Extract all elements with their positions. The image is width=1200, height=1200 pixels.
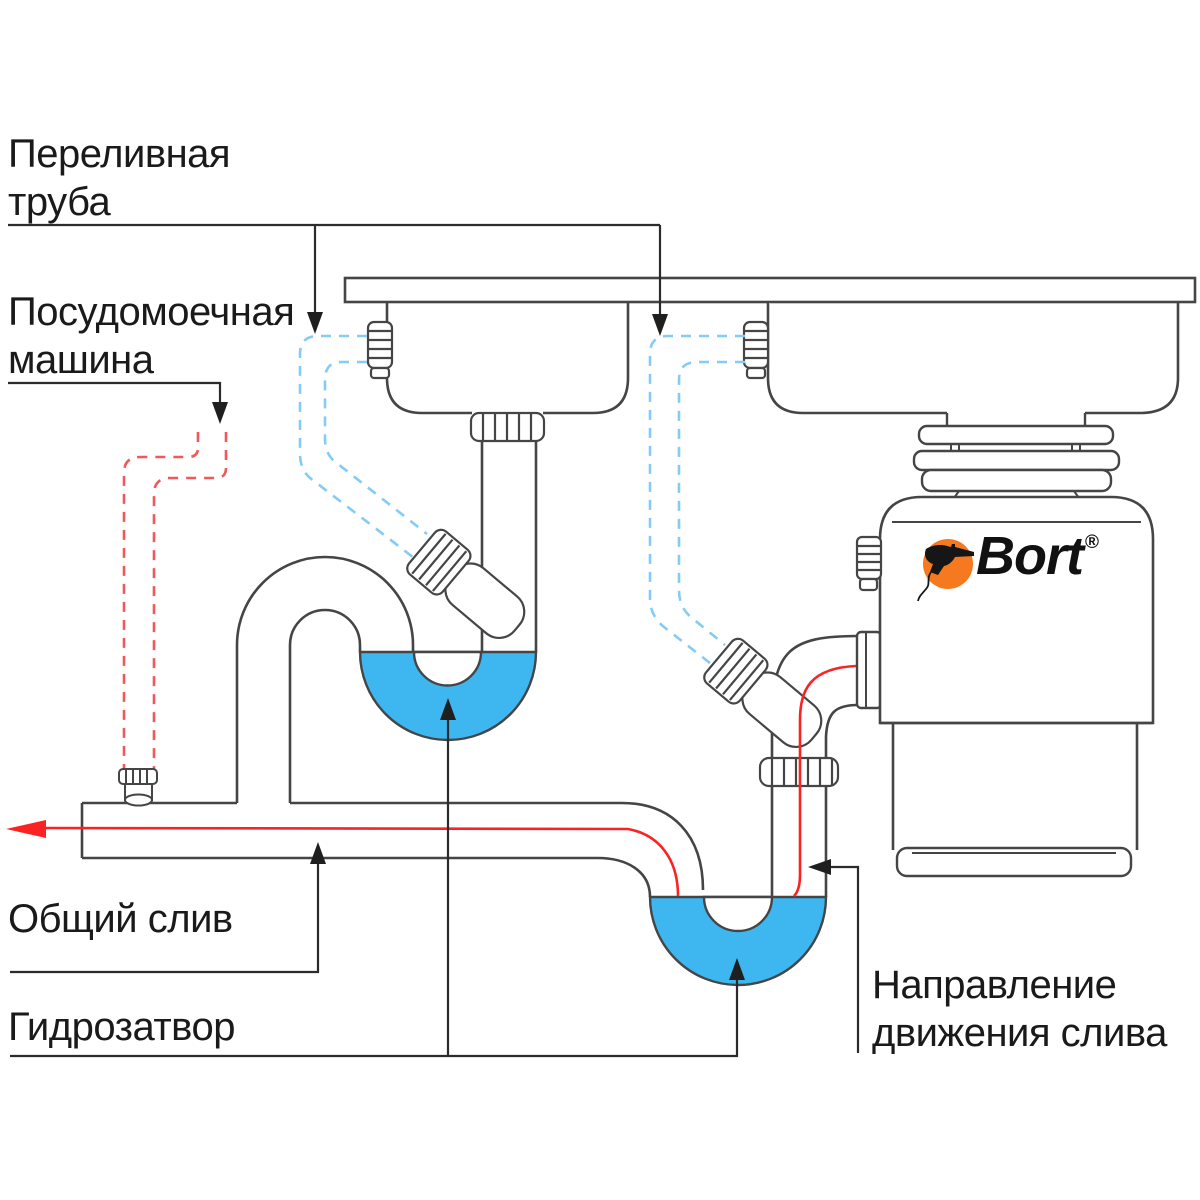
disposer-dishwasher-inlet-fitting [855,535,883,592]
drill-icon [924,544,974,575]
overflow-hose-left [298,334,428,563]
label-water-trap: Гидрозатвор [8,1005,235,1049]
countertop [343,276,1197,304]
bort-logo [917,539,974,602]
brand-wordmark-text: Bort [976,526,1084,586]
flow-direction-line [6,664,857,897]
drill-cable [917,571,932,602]
dishwasher-connection-fitting [118,768,158,807]
arrow-down-overflow-left-icon [307,312,323,334]
arrow-up-common-drain-icon [310,842,326,864]
leader-flow-direction [831,865,860,1053]
disposer-riser-pipe [770,722,828,897]
water-seal-right-inner [702,895,774,933]
leader-dishwasher [8,381,222,403]
arrow-up-water-trap-left-icon [440,698,456,720]
trap-inlet-fitting-right [703,637,823,749]
arrow-down-dishwasher-icon [212,402,228,424]
label-common-drain: Общий слив [8,897,233,941]
callout-leaders [8,223,860,1058]
disposer-unit [855,413,1155,878]
common-drain-pipe [80,801,705,898]
label-flow-direction: Направление движения слива [872,963,1167,1055]
water-seal-left [358,650,538,742]
registered-trademark-icon: ® [1084,532,1099,553]
disposer-mount [912,413,1121,499]
left-trap [235,411,546,803]
callout-arrowheads [212,312,831,980]
leader-water-trap [10,720,739,1058]
leader-overflow-pipe [8,223,662,315]
label-overflow-pipe: Переливная труба [8,132,231,224]
brand-wordmark: Bort® [976,526,1099,596]
trap-hump-inner [288,608,362,803]
arrow-up-water-trap-right-icon [729,958,745,980]
disposer-bottom-cap [895,846,1133,878]
trap-inlet-fitting-left [406,528,526,640]
arrow-left-flow-direction-icon [808,859,831,875]
leader-common-drain [10,864,320,974]
overflow-hose-right [648,334,745,669]
disposer-outlet-flange [855,630,883,710]
disposer-lower-section [891,723,1139,850]
tailpiece-nut [469,411,546,443]
flow-arrow-left-icon [6,820,46,838]
right-sink-overflow-fitting [742,320,770,380]
left-sink-bowl [385,302,630,415]
right-trap [648,630,883,987]
left-sink-overflow-fitting [366,320,394,380]
dishwasher-hose [122,432,228,770]
right-sink-bowl [766,302,1180,415]
water-seal-right [648,895,828,987]
label-dishwasher: Посудомоечная машина [8,290,295,382]
water-seal-left-inner [412,650,483,687]
arrow-down-overflow-right-icon [652,314,668,336]
